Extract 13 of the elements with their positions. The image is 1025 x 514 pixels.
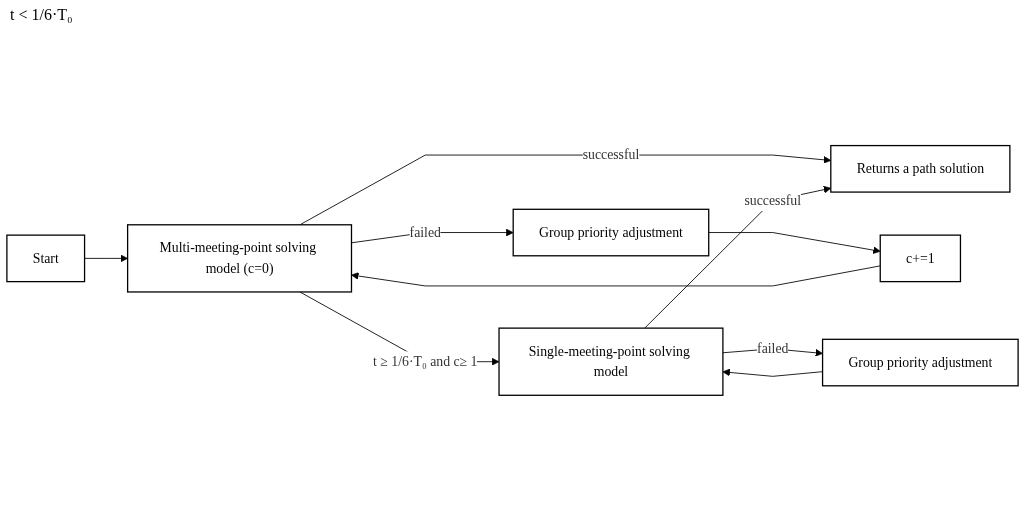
- edge-label: successful: [744, 192, 802, 208]
- node-box: Multi-meeting-point solving model (c=0): [126, 224, 353, 293]
- edge-label: failed: [409, 224, 441, 240]
- node-box: Returns a path solution: [830, 144, 1011, 193]
- edge-label: t ≥ 1/6·T₀ and c≥ 1: [373, 353, 478, 369]
- edge-label: successful: [582, 147, 640, 162]
- node-box: Group priority adjustment: [821, 338, 1019, 387]
- edge-label: failed: [757, 341, 789, 356]
- node-box: Start: [6, 234, 86, 283]
- node-box: c+=1: [879, 234, 962, 283]
- condition-label: t < 1/6·T₀: [10, 6, 73, 23]
- node-box: Single-meeting-point solving model: [498, 327, 724, 396]
- node-box: Group priority adjustment: [512, 208, 710, 257]
